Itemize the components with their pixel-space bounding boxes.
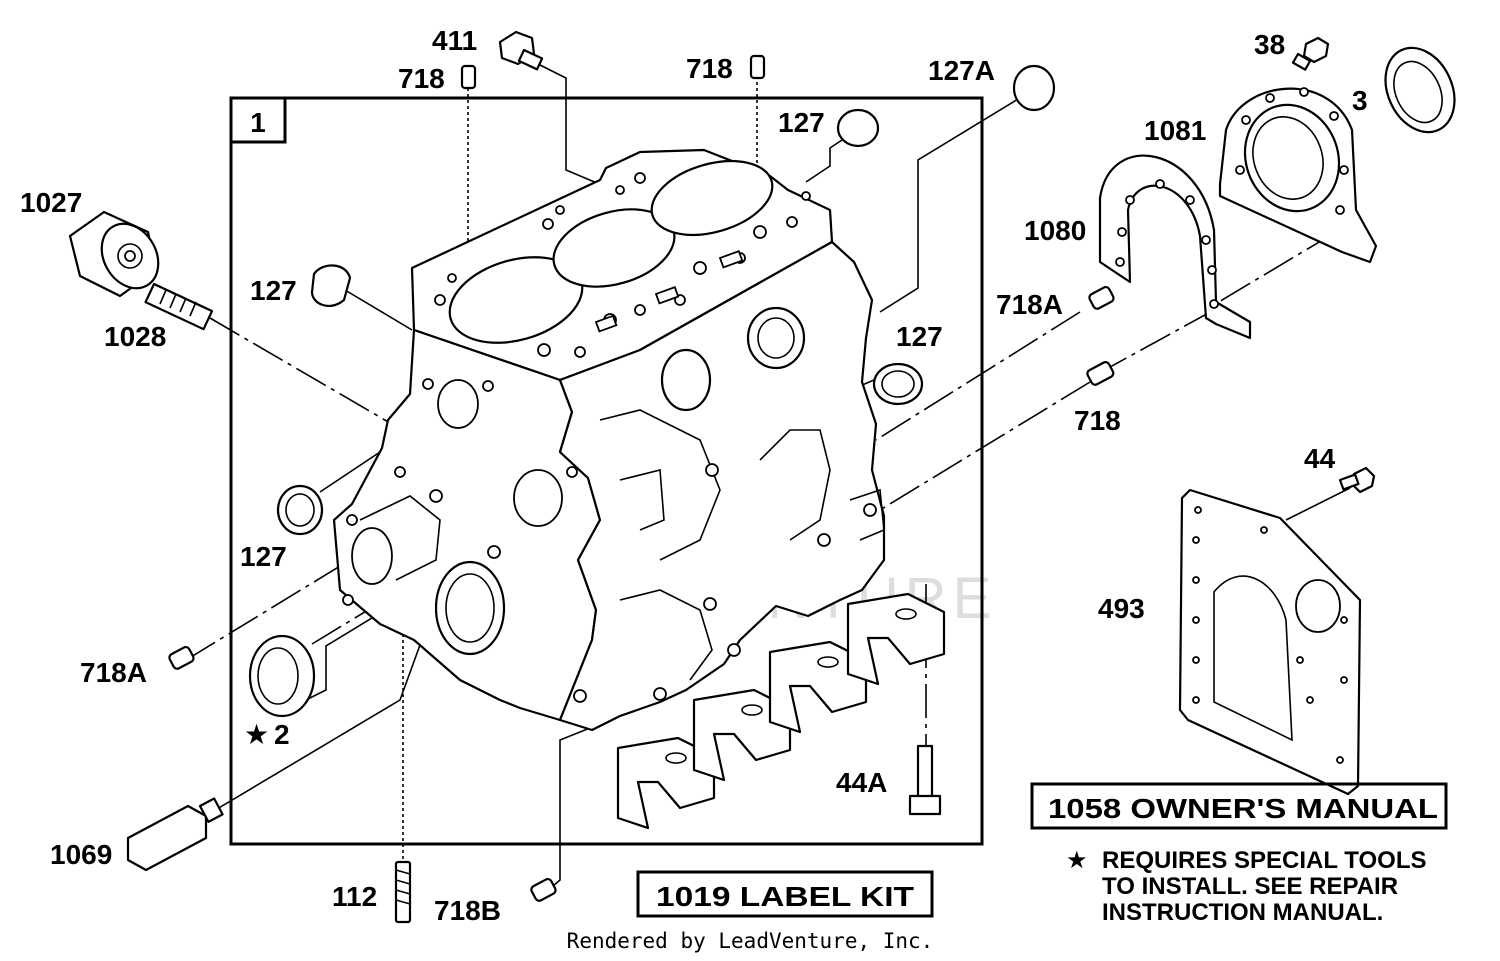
plate-493 [1178,488,1362,796]
dowel-718-top [749,54,766,80]
label-411: 411 [432,25,477,56]
bolt-38 [1291,36,1330,71]
label-1028: 1028 [104,321,166,352]
special-tools-note: ★ REQUIRES SPECIAL TOOLS TO INSTALL. SEE… [1066,847,1427,926]
bolt-44A [908,744,942,816]
oil-filter-1027 [68,210,160,298]
label-127-left: 127 [250,275,297,306]
dowel-718A-left [168,645,195,670]
label-718A-right: 718A [996,289,1063,320]
note-star: ★ [1066,847,1088,874]
label-127-lower: 127 [240,541,287,572]
stud-112 [394,860,412,924]
label-1069: 1069 [50,839,112,870]
label-kit-text: 1019 LABEL KIT [656,881,914,912]
deck-holes [434,172,811,358]
dowel-718A-right [1088,285,1115,310]
dowel-718-right [1086,361,1115,386]
engine-block [332,148,886,732]
credit-text: Rendered by LeadVenture, Inc. [567,929,934,953]
plug-127A [1012,64,1056,112]
nipple-1028 [144,282,214,331]
label-kit-box: 1019 LABEL KIT [636,870,934,918]
plug-127-right [872,362,924,406]
seal-3 [1384,46,1456,134]
owners-manual-text: 1058 OWNER'S MANUAL [1048,793,1438,824]
plug-127-top [836,108,880,148]
part-labels: 1 411 718 718 127A 127 127 127 127 38 3 … [20,25,1368,926]
label-718-top: 718 [686,53,733,84]
label-493: 493 [1098,593,1145,624]
label-112: 112 [332,881,377,912]
label-718B: 718B [434,895,501,926]
label-718-left: 718 [398,63,445,94]
dowel-718B [530,877,557,902]
callout-box-1 [229,96,287,144]
label-2-star: ★ [244,719,269,750]
note-line-1: REQUIRES SPECIAL TOOLS [1102,847,1427,874]
label-44A: 44A [836,767,887,798]
label-127A: 127A [928,55,995,86]
plug-127-left [310,264,352,308]
label-1027: 1027 [20,187,82,218]
plug-127-lower [276,484,324,536]
label-1080: 1080 [1024,215,1086,246]
plate-1080 [1098,154,1252,340]
label-44: 44 [1304,443,1336,474]
seal-2 [248,634,316,718]
label-718-right: 718 [1074,405,1121,436]
dowel-718-left [460,64,477,90]
label-1081: 1081 [1144,115,1206,146]
housing-1081 [1218,87,1378,264]
label-718A-left: 718A [80,657,147,688]
label-127-top: 127 [778,107,825,138]
label-1: 1 [250,107,266,138]
bolt-411 [498,30,544,71]
note-line-2: TO INSTALL. SEE REPAIR [1102,873,1398,900]
label-2: 2 [274,719,290,750]
owners-manual-box: 1058 OWNER'S MANUAL [1030,782,1448,830]
bearing-caps [616,592,946,830]
block-frame [229,96,984,846]
sensor-1069 [126,797,224,872]
label-38: 38 [1254,29,1285,60]
label-127-right: 127 [896,321,943,352]
label-3: 3 [1352,85,1368,116]
note-line-3: INSTRUCTION MANUAL. [1102,899,1383,926]
bolt-44 [1338,466,1376,494]
